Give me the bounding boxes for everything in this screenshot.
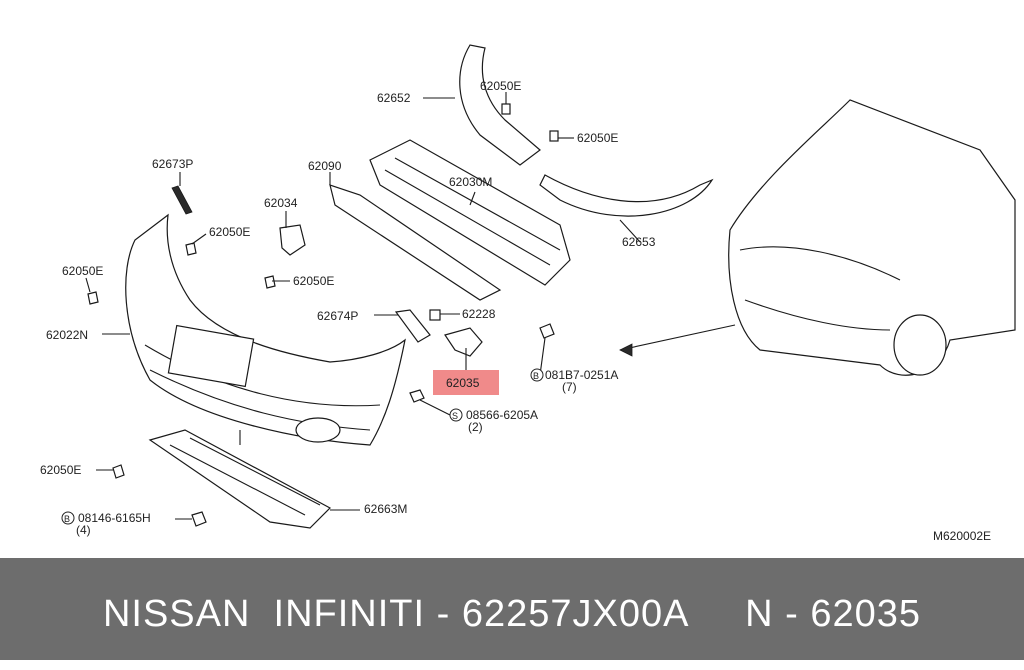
fog-lamp-opening (295, 417, 341, 443)
diagram-code: M620002E (933, 529, 991, 543)
clip-62050E-left[interactable] (87, 242, 276, 479)
callout-62034[interactable]: 62034 (264, 196, 298, 210)
part-62663M-under-cover[interactable] (148, 429, 331, 529)
part-62652-upper-molding[interactable] (459, 44, 541, 166)
part-62673P-seal[interactable] (171, 185, 193, 215)
callout-62050E-a[interactable]: 62050E (209, 225, 250, 239)
callout-62652[interactable]: 62652 (377, 91, 411, 105)
part-62090-energy-absorber[interactable] (329, 184, 502, 301)
callout-62673P[interactable]: 62673P (152, 157, 193, 171)
footer-label: NISSAN INFINITI - 62257JX00A N - 62035 (102, 593, 922, 635)
callout-62228[interactable]: 62228 (462, 307, 496, 321)
screw-08566-6205A[interactable] (409, 389, 425, 403)
part-62653-grille-molding[interactable] (539, 174, 714, 217)
callout-62022N[interactable]: 62022N (46, 328, 88, 342)
callout-081B7-qty: (7) (562, 380, 577, 394)
leader-lines (85, 92, 641, 520)
bolt-symbol-b: B (533, 371, 539, 381)
callout-08566-code[interactable]: 08566-6205A (466, 408, 538, 422)
callout-62050E-top[interactable]: 62050E (480, 79, 521, 93)
part-number-footer: NISSAN INFINITI - 62257JX00A N - 62035 (0, 558, 1024, 660)
callout-08566-6205A[interactable]: S 08566-6205A (2) (449, 408, 538, 434)
callout-62030M[interactable]: 62030M (449, 175, 492, 189)
vehicle-wheel (893, 314, 947, 376)
callout-08146-code[interactable]: 08146-6165H (78, 511, 151, 525)
exploded-parts-diagram: 62652 62050E 62050E 62673P 62090 62030M … (40, 44, 1016, 543)
callout-62674P[interactable]: 62674P (317, 309, 358, 323)
callout-62050E-d[interactable]: 62050E (40, 463, 81, 477)
vehicle-outline (728, 99, 1016, 376)
part-62674P-bracket[interactable] (394, 309, 431, 343)
callout-62035[interactable]: 62035 (446, 376, 480, 390)
bolt-symbol-b-lower: B (64, 514, 70, 524)
part-62030M-bumper-reinforcement[interactable] (369, 139, 571, 286)
callout-62090[interactable]: 62090 (308, 159, 342, 173)
license-plate-area (167, 324, 255, 388)
callout-62050E-b[interactable]: 62050E (62, 264, 103, 278)
callout-08146-6165H[interactable]: B 08146-6165H (4) (61, 511, 151, 537)
screw-symbol-s: S (452, 411, 458, 421)
callout-081B7-0251A[interactable]: B 081B7-0251A (7) (530, 368, 618, 394)
part-62228-clip[interactable] (429, 309, 441, 321)
callout-62663M[interactable]: 62663M (364, 502, 407, 516)
bolt-08146-6165H[interactable] (191, 511, 207, 527)
part-62035-bracket[interactable] (444, 327, 483, 357)
callout-62050E-c[interactable]: 62050E (293, 274, 334, 288)
part-62022N-bumper-fascia[interactable] (125, 213, 406, 446)
bolt-081B7-0251A[interactable] (539, 323, 555, 339)
callout-08146-qty: (4) (76, 523, 91, 537)
callout-081B7-code[interactable]: 081B7-0251A (545, 368, 618, 382)
callout-62035-highlight[interactable]: 62035 (433, 370, 499, 395)
part-62034-bracket[interactable] (279, 224, 306, 256)
callout-08566-qty: (2) (468, 420, 483, 434)
callout-62653[interactable]: 62653 (622, 235, 656, 249)
callout-62050E-right[interactable]: 62050E (577, 131, 618, 145)
